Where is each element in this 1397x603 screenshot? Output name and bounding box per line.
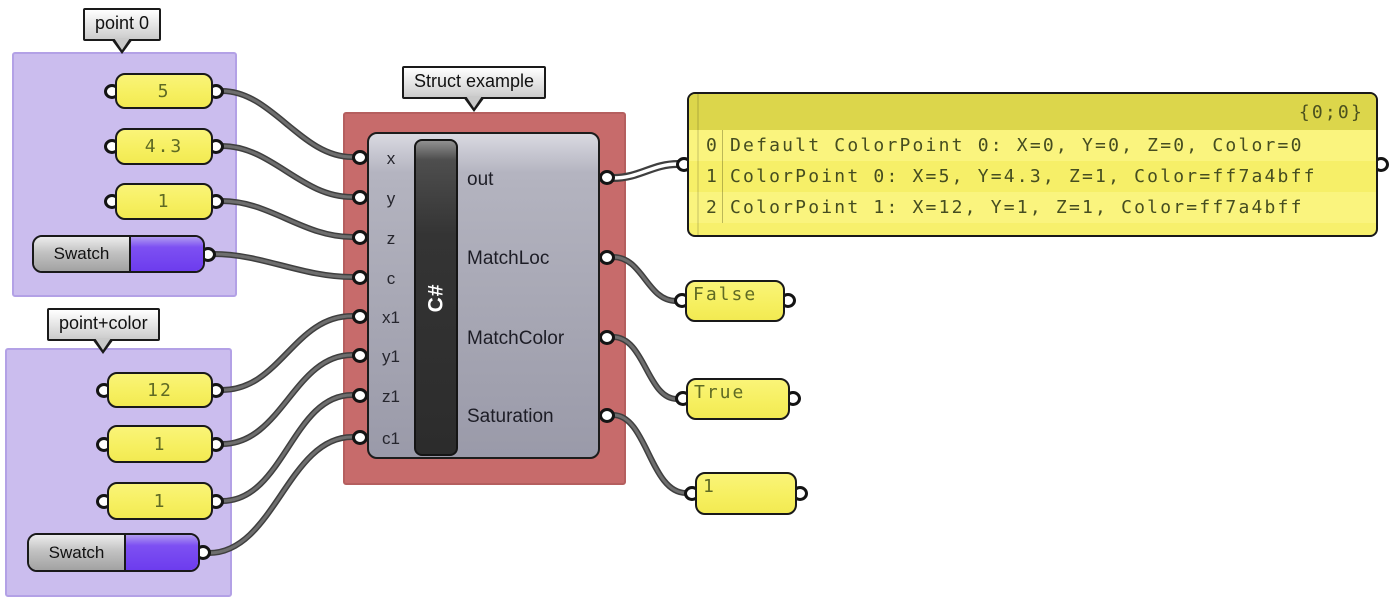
input-label-c1: c1: [382, 429, 400, 448]
grip-input-y1[interactable]: [352, 348, 368, 363]
grip-input-y[interactable]: [352, 190, 368, 205]
grip-input-x1[interactable]: [352, 309, 368, 324]
output-panel[interactable]: {0;0} 0 Default ColorPoint 0: X=0, Y=0, …: [687, 92, 1378, 237]
row-text: Default ColorPoint 0: X=0, Y=0, Z=0, Col…: [730, 135, 1304, 156]
input-label-z: z: [386, 229, 396, 248]
csharp-script-component[interactable]: x y z c x1 y1 z1 c1 C# out MatchLoc Matc…: [367, 132, 600, 459]
grip-output-matchcolor[interactable]: [599, 330, 615, 345]
grip-input-c[interactable]: [352, 270, 368, 285]
wire-1-to-y1[interactable]: [219, 352, 355, 447]
group-label-struct-example[interactable]: Struct example: [402, 66, 547, 99]
swatch-color-well[interactable]: [126, 535, 198, 570]
panel-one[interactable]: 1: [695, 472, 797, 515]
input-label-x: x: [386, 149, 396, 168]
output-label-matchcolor: MatchColor: [467, 328, 565, 349]
grip-input-c1[interactable]: [352, 430, 368, 445]
wire-saturation-to-1[interactable]: [610, 412, 689, 496]
grip-output-out[interactable]: [599, 170, 615, 185]
wire-swatch-to-c1[interactable]: [206, 434, 355, 556]
row-text: ColorPoint 1: X=12, Y=1, Z=1, Color=ff7a…: [730, 197, 1304, 218]
panel-row: 2 ColorPoint 1: X=12, Y=1, Z=1, Color=ff…: [689, 192, 1376, 223]
colour-swatch[interactable]: Swatch: [27, 533, 200, 572]
wire-4p3-to-y[interactable]: [219, 143, 355, 200]
wire-1-to-z1[interactable]: [219, 392, 355, 504]
number-slider[interactable]: 5: [115, 73, 213, 109]
output-label-saturation: Saturation: [467, 406, 554, 427]
panel-true[interactable]: True: [686, 378, 790, 420]
input-label-z1: z1: [382, 387, 400, 406]
input-label-y1: y1: [382, 347, 400, 366]
swatch-label: Swatch: [29, 535, 126, 570]
grip-input-z[interactable]: [352, 230, 368, 245]
input-label-y: y: [386, 189, 396, 208]
group-label-point-color[interactable]: point+color: [47, 308, 160, 341]
number-slider[interactable]: 1: [107, 482, 213, 520]
number-slider[interactable]: 1: [115, 183, 213, 220]
number-slider[interactable]: 4.3: [115, 128, 213, 165]
colour-swatch[interactable]: Swatch: [32, 235, 205, 273]
grip-input-z1[interactable]: [352, 388, 368, 403]
grip-output-saturation[interactable]: [599, 408, 615, 423]
wire-1-to-z[interactable]: [219, 198, 355, 240]
panel-row: 0 Default ColorPoint 0: X=0, Y=0, Z=0, C…: [689, 130, 1376, 161]
row-index: 1: [689, 161, 723, 192]
wire-5-to-x[interactable]: [219, 88, 355, 160]
wire-swatch-to-c[interactable]: [211, 251, 355, 280]
input-label-x1: x1: [382, 308, 400, 327]
input-label-c: c: [386, 269, 396, 288]
number-slider[interactable]: 12: [107, 372, 213, 408]
panel-row: 1 ColorPoint 0: X=5, Y=4.3, Z=1, Color=f…: [689, 161, 1376, 192]
panel-header: {0;0}: [689, 94, 1376, 130]
group-label-point0[interactable]: point 0: [83, 8, 162, 41]
row-index: 2: [689, 192, 723, 223]
swatch-color-well[interactable]: [131, 237, 203, 271]
grip-input-x[interactable]: [352, 150, 368, 165]
wire-out-to-panel[interactable]: [609, 160, 682, 182]
output-label-matchloc: MatchLoc: [467, 248, 550, 269]
panel-margin-line: [697, 94, 699, 235]
number-slider[interactable]: 1: [107, 425, 213, 463]
csharp-badge-label: C#: [423, 283, 447, 312]
row-index: 0: [689, 130, 723, 161]
output-label-out: out: [467, 169, 494, 190]
grip-output-matchloc[interactable]: [599, 250, 615, 265]
branch-path: {0;0}: [1298, 101, 1364, 123]
wire-12-to-x1[interactable]: [219, 313, 355, 393]
panel-false[interactable]: False: [685, 280, 785, 322]
row-text: ColorPoint 0: X=5, Y=4.3, Z=1, Color=ff7…: [730, 166, 1317, 187]
wire-matchloc-to-false[interactable]: [610, 254, 679, 304]
wire-matchcolor-to-true[interactable]: [610, 334, 680, 402]
swatch-label: Swatch: [34, 237, 131, 271]
csharp-badge[interactable]: C#: [414, 139, 458, 456]
